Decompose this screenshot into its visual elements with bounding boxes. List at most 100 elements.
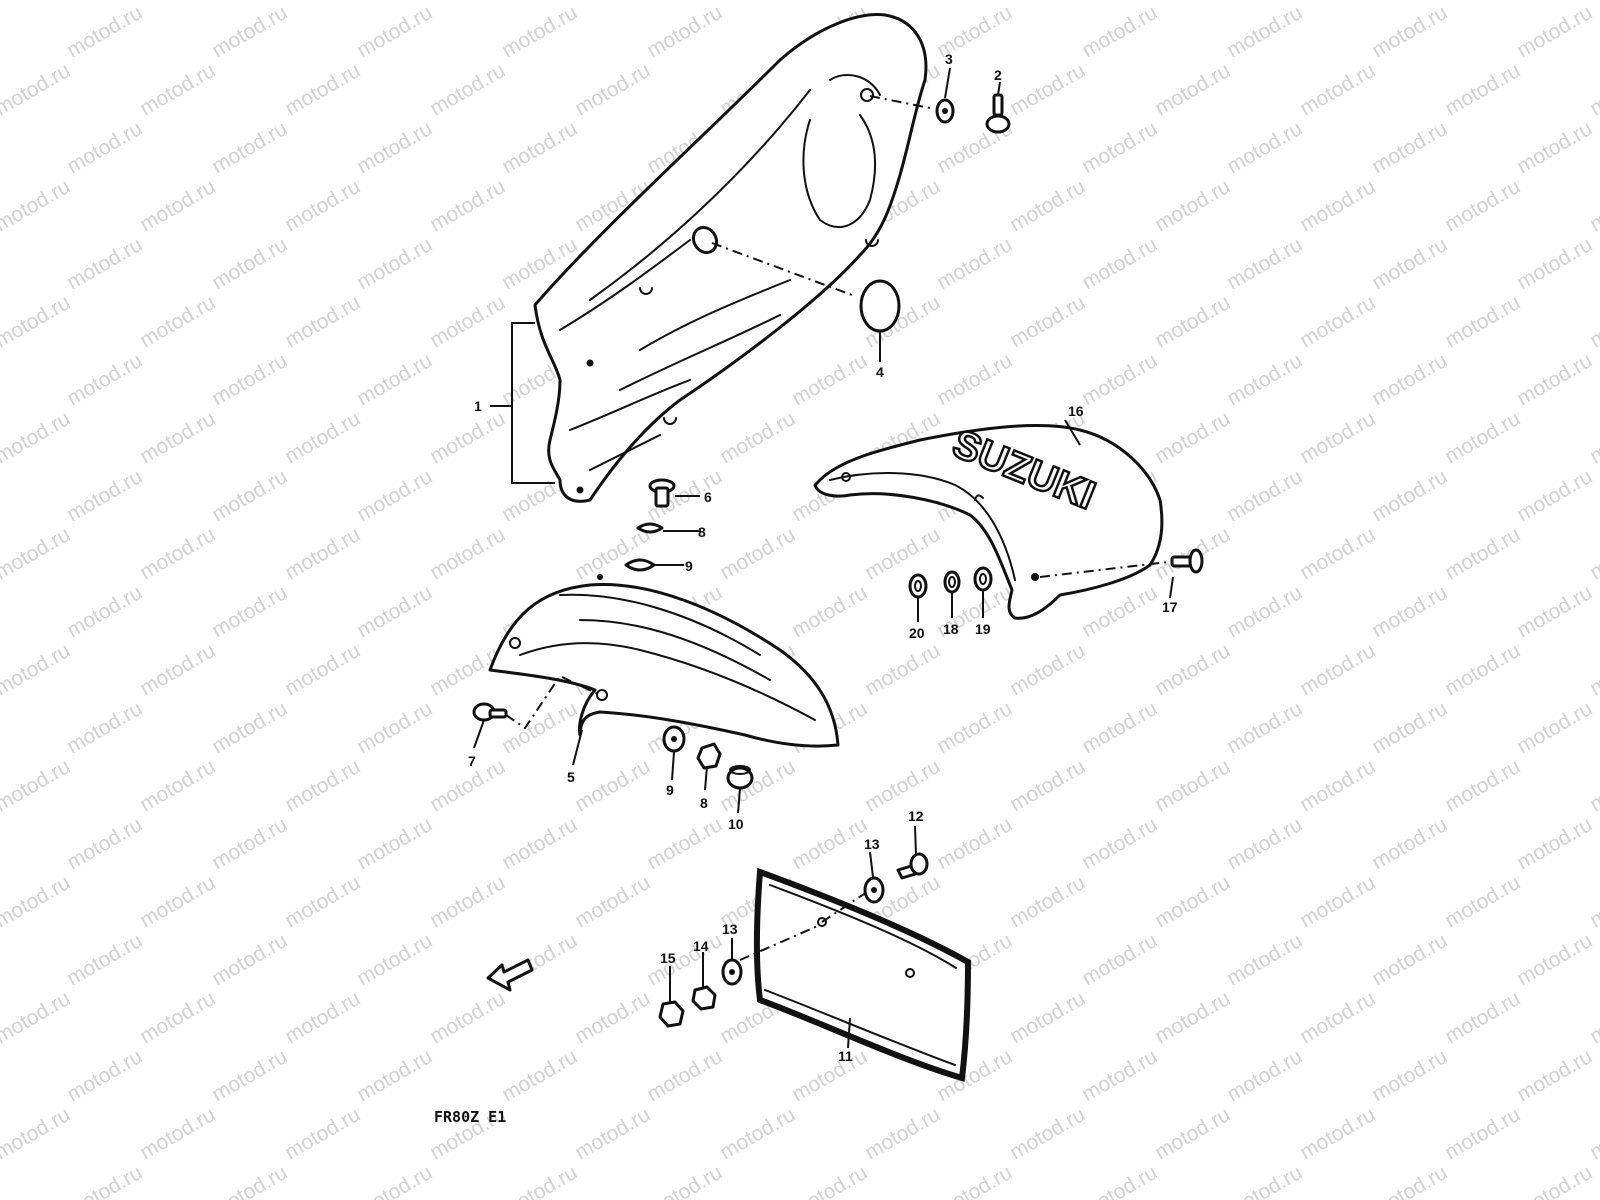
watermark-text: motod.ru [1151,871,1234,932]
watermark-text: motod.ru [1441,871,1524,932]
watermark-text: motod.ru [0,0,74,4]
watermark-text: motod.ru [1513,1,1596,62]
callout-13a: 13 [864,836,880,852]
watermark-text: motod.ru [788,1045,871,1106]
watermark-text: motod.ru [1368,117,1451,178]
watermark-text: motod.ru [136,291,219,352]
watermark-text: motod.ru [861,0,944,4]
watermark-text: motod.ru [63,1161,146,1200]
watermark-text: motod.ru [1078,117,1161,178]
watermark-text: motod.ru [1586,175,1600,236]
watermark-text: motod.ru [1223,233,1306,294]
watermark-text: motod.ru [0,175,74,236]
watermark-text: motod.ru [1078,1045,1161,1106]
watermark-text: motod.ru [0,581,1,642]
watermark-text: motod.ru [716,1103,799,1164]
watermark-text: motod.ru [1151,59,1234,120]
watermark-text: motod.ru [1078,349,1161,410]
watermark-text: motod.ru [1296,871,1379,932]
watermark-text: motod.ru [571,987,654,1048]
watermark-text: motod.ru [1368,1161,1451,1200]
watermark-text: motod.ru [1441,407,1524,468]
watermark-text: motod.ru [0,1161,1,1200]
watermark-text: motod.ru [208,233,291,294]
watermark-text: motod.ru [1223,1045,1306,1106]
hardware-stack [597,478,676,596]
watermark-text: motod.ru [426,987,509,1048]
watermark-text: motod.ru [571,871,654,932]
watermark-text: motod.ru [1296,987,1379,1048]
watermark-text: motod.ru [1006,1103,1089,1164]
callout-11: 11 [838,1048,853,1064]
watermark-text: motod.ru [1586,407,1600,468]
watermark-text: motod.ru [1368,929,1451,990]
watermark-text: motod.ru [1006,0,1089,4]
watermark-text: motod.ru [353,929,436,990]
watermark-text: motod.ru [1078,813,1161,874]
callout-20: 20 [909,625,925,641]
watermark-text: motod.ru [0,987,74,1048]
watermark-text: motod.ru [1296,1103,1379,1164]
callout-12: 12 [908,808,924,824]
watermark-text: motod.ru [933,233,1016,294]
watermark-text: motod.ru [1513,1161,1596,1200]
watermark-text: motod.ru [788,1161,871,1200]
watermark-text: motod.ru [1368,1045,1451,1106]
watermark-text: motod.ru [1006,175,1089,236]
fender-part [488,582,840,748]
watermark-text: motod.ru [788,813,871,874]
watermark-text: motod.ru [208,929,291,990]
watermark-text: motod.ru [0,233,1,294]
watermark-text: motod.ru [281,639,364,700]
callout-1: 1 [474,398,482,414]
watermark-text: motod.ru [1223,349,1306,410]
watermark-text: motod.ru [1513,465,1596,526]
watermark-text: motod.ru [1006,639,1089,700]
watermark-text: motod.ru [208,349,291,410]
watermark-text: motod.ru [861,523,944,584]
watermark-text: motod.ru [63,117,146,178]
bolt-part [985,93,1011,134]
watermark-text: motod.ru [208,813,291,874]
watermark-text: motod.ru [1296,291,1379,352]
watermark-text: motod.ru [1441,523,1524,584]
watermark-text: motod.ru [1586,987,1600,1048]
watermark-text: motod.ru [0,929,1,990]
watermark-text: motod.ru [1223,465,1306,526]
watermark-text: motod.ru [63,697,146,758]
watermark-text: motod.ru [1296,407,1379,468]
watermark-text: motod.ru [643,813,726,874]
watermark-text: motod.ru [643,1161,726,1200]
watermark-text: motod.ru [1223,929,1306,990]
watermark-text: motod.ru [426,59,509,120]
watermark-text: motod.ru [208,465,291,526]
watermark-text: motod.ru [281,1103,364,1164]
watermark-text: motod.ru [643,1,726,62]
watermark-text: motod.ru [281,407,364,468]
watermark-text: motod.ru [1368,465,1451,526]
watermark-text: motod.ru [716,0,799,4]
watermark-text: motod.ru [136,523,219,584]
watermark-text: motod.ru [933,697,1016,758]
watermark-text: motod.ru [281,59,364,120]
watermark-text: motod.ru [281,755,364,816]
watermark-text: motod.ru [0,117,1,178]
washer-part [935,98,955,124]
watermark-text: motod.ru [1006,871,1089,932]
callout-8b: 8 [700,795,708,811]
watermark-text: motod.ru [571,755,654,816]
watermark-text: motod.ru [136,1103,219,1164]
watermark-text: motod.ru [1368,1,1451,62]
watermark-text: motod.ru [1513,1045,1596,1106]
watermark-text: motod.ru [1586,59,1600,120]
drawing-code: FR80Z E1 [434,1108,506,1126]
watermark-text: motod.ru [933,349,1016,410]
watermark-text: motod.ru [498,1045,581,1106]
watermark-text: motod.ru [281,175,364,236]
watermark-text: motod.ru [1296,755,1379,816]
watermark-text: motod.ru [933,1161,1016,1200]
watermark-text: motod.ru [353,1,436,62]
watermark-text: motod.ru [1151,291,1234,352]
watermark-text: motod.ru [0,755,74,816]
watermark-text: motod.ru [571,523,654,584]
